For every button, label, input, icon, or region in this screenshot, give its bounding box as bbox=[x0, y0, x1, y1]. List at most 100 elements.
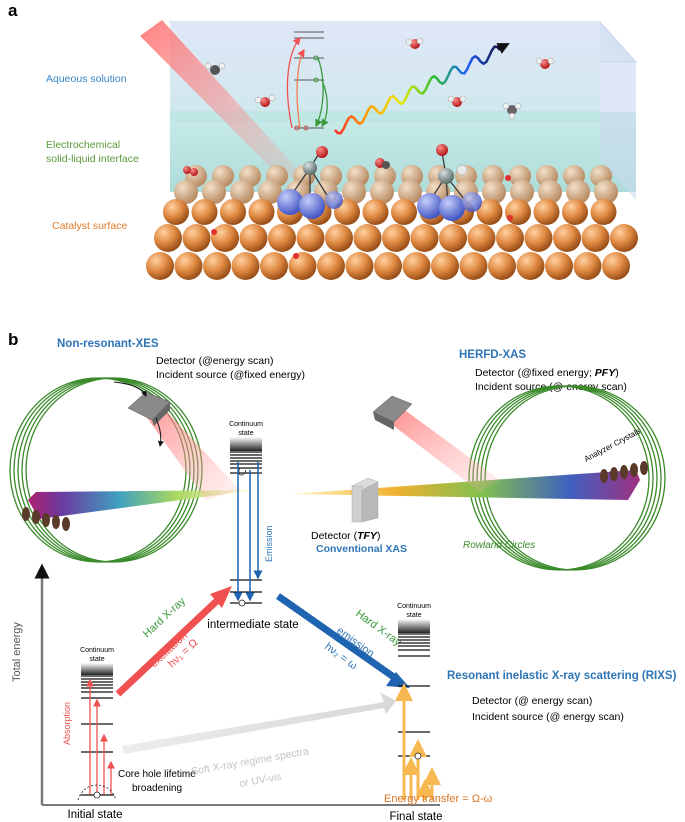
copper-atom bbox=[533, 199, 560, 225]
absorption-label: Absorption bbox=[62, 702, 72, 745]
rowland-circles-label: Rowland Circles bbox=[463, 540, 535, 551]
surface-atom bbox=[230, 180, 254, 204]
excitation-arrowhead bbox=[210, 586, 232, 608]
surface-atom bbox=[370, 180, 394, 204]
surface-atom bbox=[510, 180, 534, 204]
emission-vertical-label: Emission bbox=[264, 525, 274, 562]
adsorbate-right bbox=[417, 144, 482, 221]
copper-atom bbox=[610, 224, 638, 252]
herfd-detector-suffix: ) bbox=[615, 367, 619, 379]
copper-atom bbox=[220, 199, 246, 225]
copper-atom bbox=[476, 199, 503, 225]
conventional-xas-label: Conventional XAS bbox=[316, 543, 407, 555]
copper-atom bbox=[590, 199, 617, 225]
final-state-label: Final state bbox=[389, 811, 442, 822]
copper-atom bbox=[488, 252, 516, 280]
copper-atom bbox=[402, 252, 431, 280]
copper-atom bbox=[374, 252, 402, 280]
total-energy-label: Total energy bbox=[11, 622, 23, 682]
intermediate-continuum-label-1: Continuum bbox=[229, 421, 263, 428]
soft-xray-arrow bbox=[122, 692, 396, 754]
copper-atom bbox=[174, 252, 203, 280]
copper-atom bbox=[191, 199, 218, 225]
nonresonant-xes-title: Non-resonant-XES bbox=[57, 338, 159, 350]
tfy-detector bbox=[351, 477, 379, 523]
tfy-suffix: ) bbox=[377, 530, 381, 542]
copper-atom bbox=[325, 224, 353, 252]
final-continuum-label-2: state bbox=[406, 612, 421, 619]
copper-atom bbox=[459, 252, 488, 280]
herfd-xas-title: HERFD-XAS bbox=[459, 349, 526, 361]
tfy-text: TFY bbox=[357, 530, 378, 542]
surface-atom bbox=[538, 180, 562, 204]
surface-atom bbox=[594, 180, 618, 204]
surface-atom bbox=[482, 180, 506, 204]
mini-energy-diagram bbox=[286, 31, 329, 131]
intermediate-continuum-label-2: state bbox=[238, 430, 253, 437]
surface-atom bbox=[258, 180, 282, 204]
surface-atom bbox=[566, 180, 590, 204]
copper-atom bbox=[553, 224, 581, 252]
copper-atom bbox=[296, 224, 325, 252]
surface-atom bbox=[398, 180, 422, 204]
copper-atom bbox=[288, 252, 317, 280]
copper-atom bbox=[505, 199, 531, 225]
copper-atom bbox=[524, 224, 553, 252]
soft-xray-label-2: or UV-vis bbox=[238, 771, 282, 790]
emission-arrow-shaft bbox=[275, 593, 401, 683]
copper-atom bbox=[163, 199, 189, 225]
copper-atom bbox=[581, 224, 610, 252]
copper-atom bbox=[239, 224, 268, 252]
intermediate-levels bbox=[230, 451, 262, 604]
copper-atom bbox=[154, 224, 182, 252]
label-aqueous-solution: Aqueous solution bbox=[46, 73, 127, 85]
copper-atom bbox=[345, 252, 374, 280]
wave-arrowhead bbox=[496, 43, 510, 54]
copper-atom bbox=[317, 252, 345, 280]
copper-atom bbox=[211, 224, 239, 252]
copper-atom bbox=[545, 252, 573, 280]
herfd-pfy: PFY bbox=[595, 367, 616, 379]
copper-atom bbox=[382, 224, 410, 252]
tfy-prefix: Detector ( bbox=[311, 530, 358, 542]
incident-xray-beam bbox=[140, 20, 300, 182]
herfd-detector-prefix: Detector (@fixed energy; bbox=[475, 367, 595, 379]
label-catalyst-surface: Catalyst surface bbox=[52, 220, 127, 232]
copper-atom bbox=[203, 252, 231, 280]
copper-atom bbox=[391, 199, 417, 225]
intermediate-state-label: intermediate state bbox=[207, 619, 298, 631]
surface-atom bbox=[174, 180, 198, 204]
adsorbate-left bbox=[277, 146, 343, 219]
soft-xray-label-1: Soft X-ray regime spectra bbox=[190, 745, 309, 778]
rixs-title: Resonant inelastic X-ray scattering (RIX… bbox=[447, 670, 677, 682]
label-interface-1: Electrochemical bbox=[46, 139, 120, 151]
intermediate-continuum-band bbox=[230, 437, 262, 451]
copper-atom bbox=[573, 252, 602, 280]
core-hole-label-2: broadening bbox=[132, 783, 182, 794]
copper-atom bbox=[602, 252, 630, 280]
analyzer-crystals-label: Analyzer Crystals bbox=[583, 427, 642, 464]
nonresonant-source: Incident source (@fixed energy) bbox=[156, 369, 305, 381]
energy-transfer-label: Energy transfer = Ω-ω bbox=[384, 793, 493, 805]
right-analyzer-crystals bbox=[600, 461, 648, 483]
right-detector-box bbox=[372, 395, 413, 423]
initial-state-label: Initial state bbox=[68, 809, 123, 821]
solution-box bbox=[168, 21, 638, 200]
copper-atom bbox=[146, 252, 174, 280]
initial-continuum-label-1: Continuum bbox=[80, 647, 114, 654]
panel-a-label: a bbox=[8, 1, 18, 20]
copper-atom bbox=[439, 224, 467, 252]
excitation-arrow-shaft bbox=[115, 593, 225, 697]
copper-atom bbox=[496, 224, 524, 252]
absorption-arrows bbox=[77, 678, 117, 801]
copper-atom bbox=[431, 252, 459, 280]
rixs-source: Incident source (@ energy scan) bbox=[472, 711, 624, 723]
left-spectrometer bbox=[9, 377, 255, 563]
copper-atom bbox=[182, 224, 211, 252]
copper-atom bbox=[268, 224, 296, 252]
copper-atom bbox=[248, 199, 275, 225]
panel-b-label: b bbox=[8, 330, 18, 349]
left-analyzer-crystals bbox=[22, 507, 70, 531]
surface-atom bbox=[202, 180, 226, 204]
